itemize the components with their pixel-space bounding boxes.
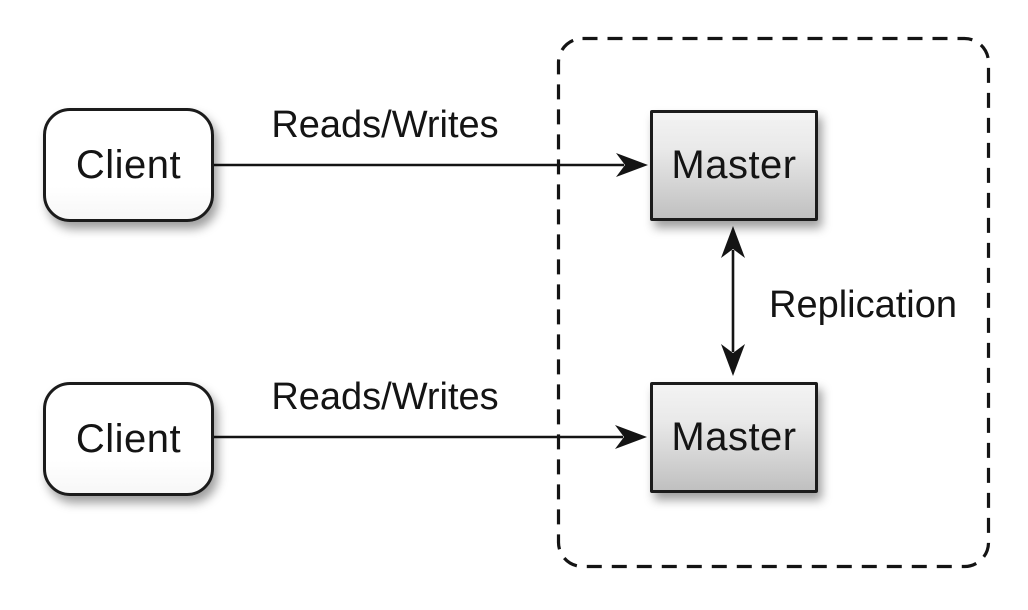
reads-writes-label-top: Reads/Writes	[271, 104, 499, 146]
master-bottom-label: Master	[671, 415, 797, 459]
client-bottom-node: Client	[43, 382, 214, 496]
reads-writes-label-bottom: Reads/Writes	[271, 376, 499, 418]
master-bottom-node: Master	[650, 382, 818, 493]
replication-arrow	[721, 226, 745, 376]
reads-writes-arrow-bottom	[214, 425, 647, 449]
client-bottom-label: Client	[75, 416, 182, 461]
client-top-node: Client	[43, 108, 214, 222]
master-top-label: Master	[671, 143, 797, 187]
client-top-label: Client	[75, 142, 182, 187]
master-top-node: Master	[650, 110, 818, 221]
replication-label: Replication	[769, 284, 957, 326]
replication-boundary-rect	[556, 36, 991, 569]
reads-writes-arrow-top	[214, 153, 648, 177]
